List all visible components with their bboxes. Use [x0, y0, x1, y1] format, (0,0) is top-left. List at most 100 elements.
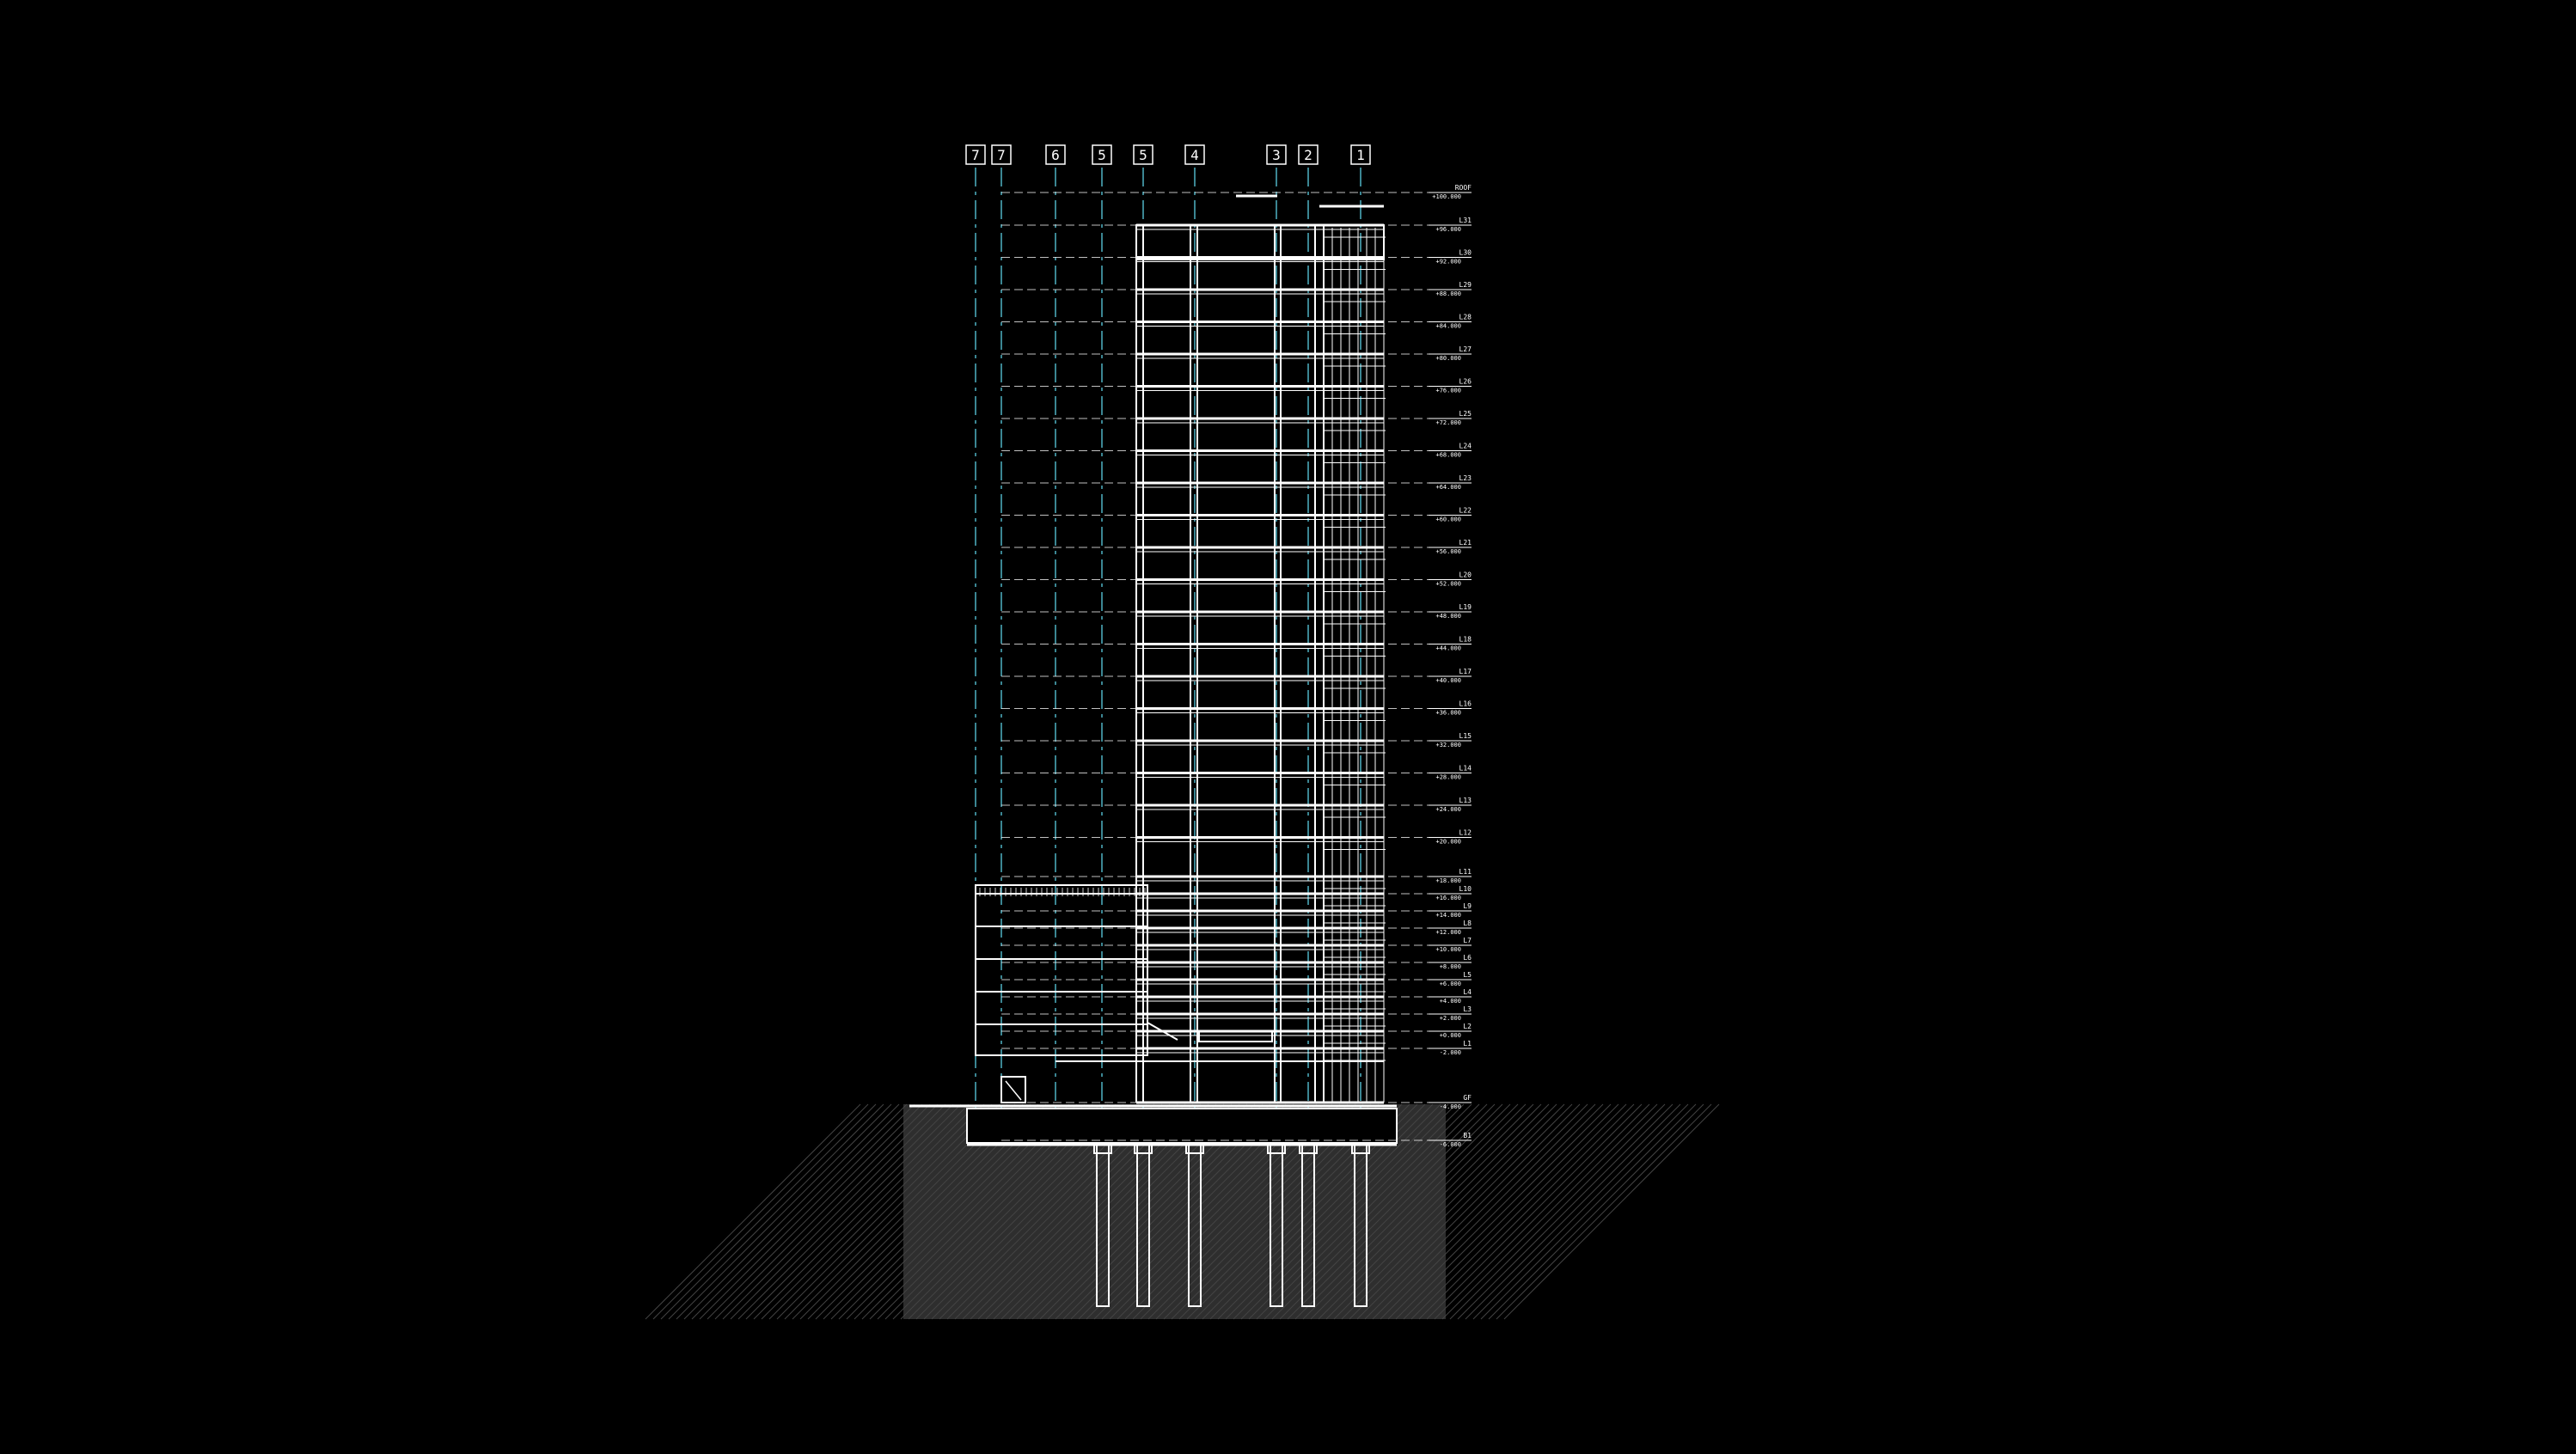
- level-value: +12.000: [1435, 929, 1461, 936]
- soil-hatch-line: [1380, 1103, 1596, 1320]
- grid-bubble-frame: [1045, 144, 1066, 165]
- level-value: +68.000: [1435, 452, 1461, 459]
- level-value: +20.000: [1435, 839, 1461, 846]
- level-name: L1: [1463, 1040, 1472, 1048]
- level-value: +76.000: [1435, 388, 1461, 394]
- pile-cap: [1299, 1142, 1318, 1154]
- soil-hatch-line: [1294, 1103, 1511, 1320]
- soil-hatch-line: [1410, 1103, 1627, 1320]
- soil-hatch-line: [1302, 1103, 1519, 1320]
- soil-hatch-line: [699, 1103, 915, 1320]
- grid-bubble-frame: [1133, 144, 1153, 165]
- level-value: +18.000: [1435, 877, 1461, 884]
- soil-hatch-line: [1372, 1103, 1588, 1320]
- level-value: -2.000: [1440, 1049, 1461, 1056]
- level-name: L31: [1459, 217, 1472, 224]
- entrance-door: [1000, 1076, 1026, 1103]
- pile: [1136, 1144, 1150, 1307]
- level-name: L10: [1459, 885, 1472, 893]
- level-name: L19: [1459, 603, 1472, 611]
- roof-parapet: [1135, 224, 1385, 260]
- level-name: L4: [1463, 988, 1472, 996]
- pile: [1354, 1144, 1368, 1307]
- soil-hatch-line: [1356, 1103, 1573, 1320]
- soil-hatch-line: [1503, 1103, 1720, 1320]
- grid-bubble-frame: [1184, 144, 1205, 165]
- level-value: +92.000: [1435, 259, 1461, 266]
- level-name: L13: [1459, 797, 1472, 804]
- soil-hatch-line: [784, 1103, 1000, 1320]
- level-value: +84.000: [1435, 323, 1461, 330]
- soil-hatch-line: [1395, 1103, 1612, 1320]
- level-name: L17: [1459, 668, 1472, 675]
- soil-hatch-line: [768, 1103, 985, 1320]
- level-name: L26: [1459, 378, 1472, 386]
- level-name: L28: [1459, 314, 1472, 321]
- level-value: +32.000: [1435, 742, 1461, 748]
- soil-hatch-line: [1449, 1103, 1666, 1320]
- soil-hatch-line: [707, 1103, 923, 1320]
- pile-cap: [1093, 1142, 1112, 1154]
- level-value: +64.000: [1435, 484, 1461, 491]
- soil-hatch-line: [1496, 1103, 1712, 1320]
- grid-bubble-label: 7: [997, 147, 1006, 163]
- grid-bubble-label: 2: [1304, 147, 1312, 163]
- level-value: +16.000: [1435, 895, 1461, 901]
- level-value: +80.000: [1435, 355, 1461, 362]
- soil-hatch-line: [761, 1103, 977, 1320]
- grid-bubble-label: 5: [1098, 147, 1106, 163]
- level-name: L16: [1459, 700, 1472, 708]
- soil-hatch-line: [1233, 1103, 1449, 1320]
- soil-hatch-line: [683, 1103, 900, 1320]
- pile: [1270, 1144, 1283, 1307]
- level-name: L8: [1463, 919, 1472, 927]
- level-name: ROOF: [1455, 184, 1472, 192]
- soil-hatch-line: [1488, 1103, 1704, 1320]
- transfer-beam: [1198, 1030, 1273, 1042]
- level-name: L24: [1459, 443, 1472, 450]
- level-name: L27: [1459, 345, 1472, 353]
- grid-bubble-label: 6: [1051, 147, 1060, 163]
- level-name: L6: [1463, 954, 1472, 962]
- level-value: +88.000: [1435, 290, 1461, 297]
- level-value: +36.000: [1435, 710, 1461, 717]
- soil-hatch-line: [1418, 1103, 1635, 1320]
- level-value: +60.000: [1435, 516, 1461, 523]
- level-name: L21: [1459, 539, 1472, 547]
- pile-cap: [1267, 1142, 1286, 1154]
- level-value: +28.000: [1435, 774, 1461, 781]
- soil-hatch-line: [1341, 1103, 1557, 1320]
- grid-bubble-label: 4: [1190, 147, 1199, 163]
- grid-bubble-label: 7: [971, 147, 980, 163]
- level-name: B1: [1463, 1132, 1472, 1139]
- pile: [1188, 1144, 1202, 1307]
- level-name: L22: [1459, 507, 1472, 515]
- soil-hatch-line: [1426, 1103, 1643, 1320]
- level-value: +44.000: [1435, 645, 1461, 652]
- grid-bubble-frame: [1266, 144, 1287, 165]
- level-value: +10.000: [1435, 946, 1461, 953]
- level-name: L15: [1459, 732, 1472, 740]
- level-name: L30: [1459, 249, 1472, 257]
- level-value: +72.000: [1435, 419, 1461, 426]
- level-value: +6.000: [1440, 981, 1461, 987]
- soil-hatch-line: [1387, 1103, 1604, 1320]
- podium-frame: [975, 884, 1148, 1056]
- level-name: L11: [1459, 868, 1472, 876]
- pile-cap: [1185, 1142, 1204, 1154]
- soil-hatch-line: [668, 1103, 884, 1320]
- level-value: +14.000: [1435, 912, 1461, 919]
- basement-box: [966, 1108, 1398, 1144]
- grid-bubble-frame: [965, 144, 986, 165]
- level-name: L7: [1463, 937, 1472, 944]
- level-value: +8.000: [1440, 963, 1461, 970]
- soil-hatch-line: [1465, 1103, 1681, 1320]
- soil-hatch-line: [737, 1103, 954, 1320]
- soil-hatch-line: [714, 1103, 931, 1320]
- level-name: L25: [1459, 410, 1472, 418]
- level-name: L18: [1459, 636, 1472, 644]
- level-value: +48.000: [1435, 613, 1461, 620]
- pile: [1096, 1144, 1110, 1307]
